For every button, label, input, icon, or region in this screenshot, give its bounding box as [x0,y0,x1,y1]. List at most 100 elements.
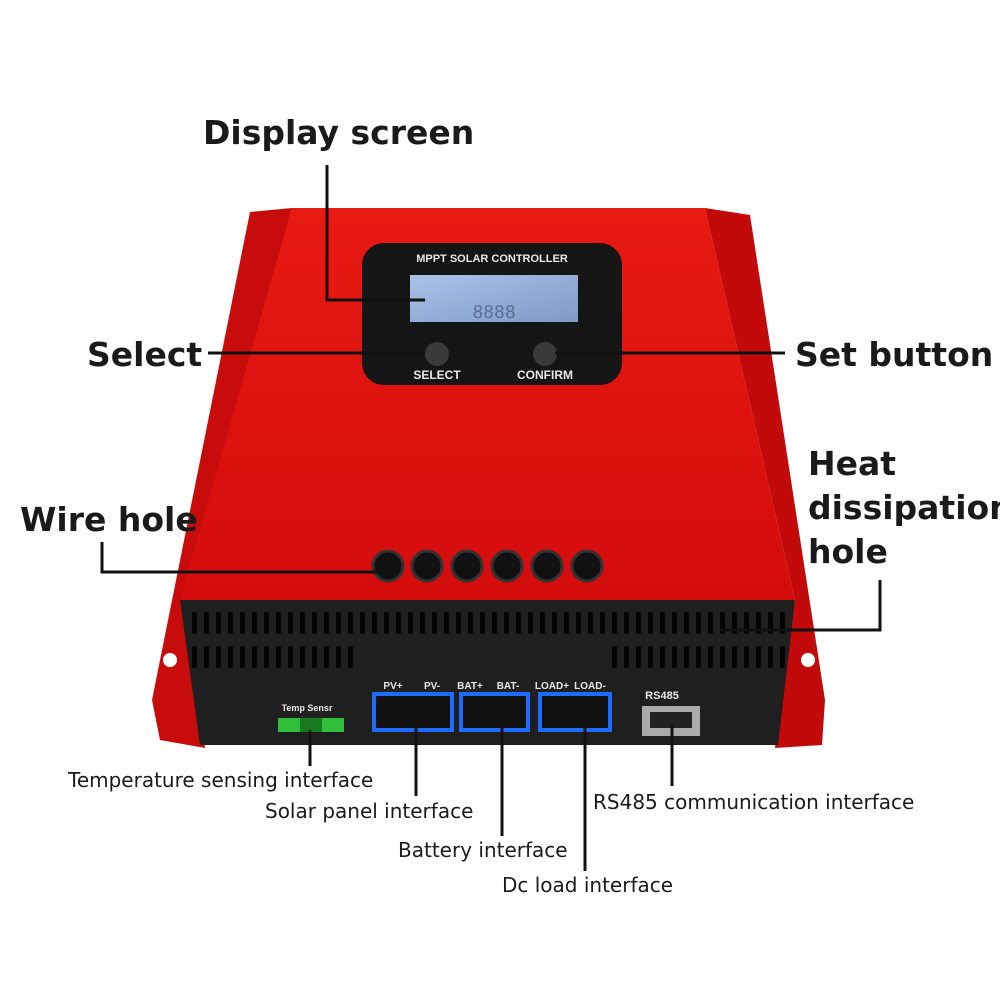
callout-heat-line2: dissipation [808,488,1000,527]
vent-slot [216,612,221,634]
confirm-button[interactable] [533,342,557,366]
pv-terminal [372,692,454,732]
vent-slot [432,612,437,634]
temp-sensor-pins [300,718,322,732]
select-button-label: SELECT [413,368,461,382]
vent-slot [312,612,317,634]
vent-slot [552,612,557,634]
vent-slot [204,612,209,634]
vent-slot [672,612,677,634]
vent-slot [240,612,245,634]
vent-slot [300,646,305,668]
vent-slot [372,612,377,634]
callout-heat-line3: hole [808,532,888,571]
vent-slot [240,646,245,668]
vent-slot [588,612,593,634]
vent-slot [336,646,341,668]
callout-temperature: Temperature sensing interface [67,768,373,792]
right-mounting-flange [705,208,825,748]
vent-slot [264,646,269,668]
vent-slot [660,646,665,668]
vent-slot [420,612,425,634]
vent-slot [624,646,629,668]
wire-hole [490,549,524,583]
vent-slot [612,646,617,668]
battery-terminal [459,692,530,732]
vent-slot [468,612,473,634]
vent-slot [348,612,353,634]
wire-holes [371,549,604,583]
vent-slot [288,612,293,634]
vent-slot [720,646,725,668]
vent-slot [624,612,629,634]
vent-slot [324,646,329,668]
vent-slot [648,646,653,668]
panel-title: MPPT SOLAR CONTROLLER [416,253,568,265]
wire-hole [450,549,484,583]
wire-hole [530,549,564,583]
vent-slot [384,612,389,634]
vent-slot [516,612,521,634]
vent-slot [456,612,461,634]
front-panel [180,600,795,745]
pv-plus-label: PV+ [383,681,402,692]
vent-slot [684,612,689,634]
vent-slot [612,612,617,634]
vent-slot [336,612,341,634]
vent-slot [276,612,281,634]
wire-hole [570,549,604,583]
vent-slot [768,646,773,668]
vent-slot [696,646,701,668]
callout-solar: Solar panel interface [265,799,473,823]
vent-slot [708,646,713,668]
callout-wire-hole: Wire hole [20,500,198,539]
vent-slot [228,646,233,668]
select-button[interactable] [425,342,449,366]
vent-slot [252,612,257,634]
pv-minus-label: PV- [424,681,440,692]
load-plus-label: LOAD+ [535,681,569,692]
callout-battery: Battery interface [398,838,568,862]
vent-slot [408,612,413,634]
vent-slot [444,612,449,634]
vent-slot [636,646,641,668]
callout-display-screen: Display screen [203,113,474,152]
left-mount-hole [163,653,177,667]
vent-slot [360,612,365,634]
vent-slot [192,612,197,634]
callout-select: Select [87,335,202,374]
vent-slot [696,612,701,634]
vent-slot [564,612,569,634]
vent-slot [216,646,221,668]
vent-slot [708,612,713,634]
lcd-screen [410,275,578,322]
vent-slot [276,646,281,668]
rs485-jack-opening [650,712,692,728]
vent-slot [780,646,785,668]
vent-slot [348,646,353,668]
load-terminal [538,692,612,732]
bat-minus-label: BAT- [497,681,520,692]
vent-slot [252,646,257,668]
vent-slot [660,612,665,634]
callout-dc-load: Dc load interface [502,873,673,897]
vent-slot [636,612,641,634]
wire-hole [410,549,444,583]
vent-slot [480,612,485,634]
vent-slot [540,612,545,634]
vent-slot [672,646,677,668]
controller-body [180,208,795,600]
bat-plus-label: BAT+ [457,681,483,692]
right-mount-hole [801,653,815,667]
vent-slot [576,612,581,634]
load-minus-label: LOAD- [574,681,606,692]
vent-slot [204,646,209,668]
vent-slot [288,646,293,668]
callout-heat-line1: Heat [808,444,896,483]
vent-slot [744,646,749,668]
vent-slot [684,646,689,668]
confirm-button-label: CONFIRM [517,368,573,382]
callout-set-button: Set button [795,335,993,374]
vent-slot [600,612,605,634]
